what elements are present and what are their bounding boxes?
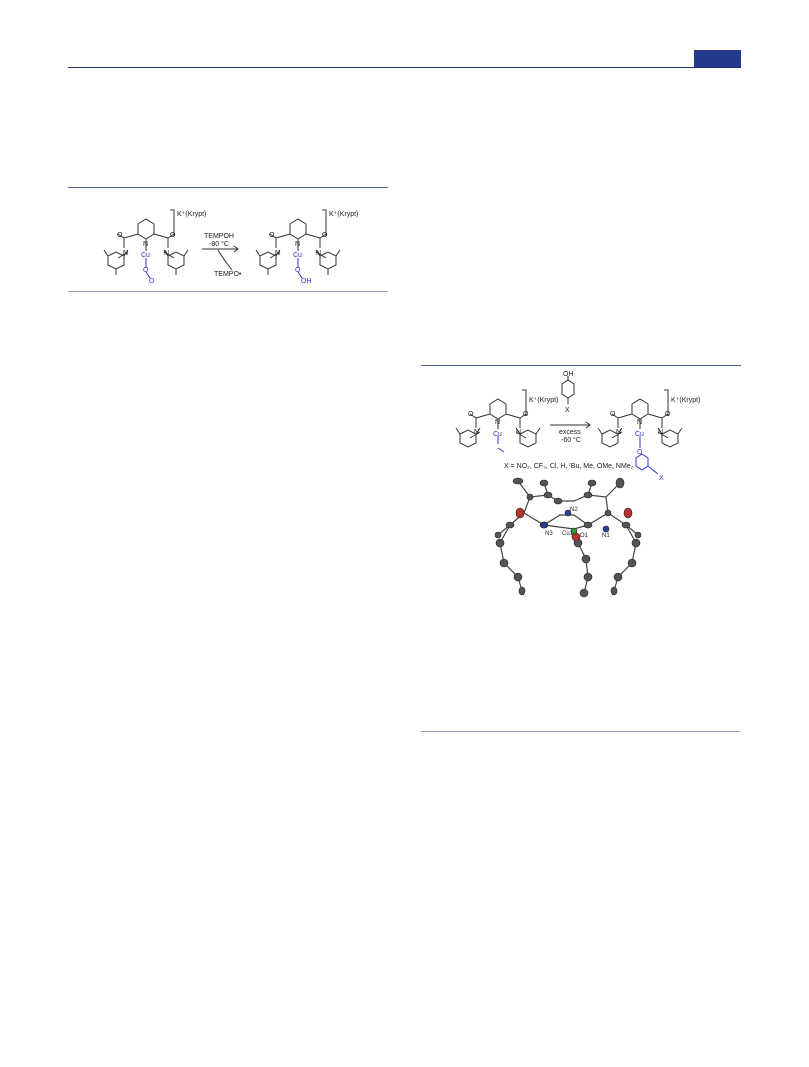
crystal-structure-figure: N2 N3 Cu1 O1 N1 <box>494 477 642 598</box>
scheme2-amide-n-left-2: N <box>516 429 521 436</box>
scheme1-cu-right: Cu <box>293 252 302 259</box>
scheme2-carbonyl-o-right: O <box>610 411 616 418</box>
scheme2-pyridine-n-left: N <box>495 419 500 426</box>
scheme2-reagent-amount: excess <box>559 429 581 436</box>
scheme2-bottom-rule <box>421 731 741 732</box>
crystal-label-o1: O1 <box>580 533 589 539</box>
scheme2-carbonyl-o-left: O <box>468 411 474 418</box>
scheme2-amide-n-right: N <box>616 429 621 436</box>
crystal-label-n1: N1 <box>602 533 610 539</box>
scheme1-reagent: TEMPOH <box>204 233 234 240</box>
scheme1-superoxo-o1: O <box>143 267 149 274</box>
scheme1-counterion-left: K⁺(Krypt) <box>177 211 206 218</box>
scheme1-hydroperoxo-o: O <box>295 267 301 274</box>
scheme1-carbonyl-o-left: O <box>117 232 123 239</box>
crystal-label-n3: N3 <box>545 531 553 537</box>
scheme2-top-rule <box>421 365 741 366</box>
crystal-label-n2: N2 <box>570 507 578 513</box>
scheme1-reaction: K⁺(Krypt) TEMPOH -80 °C TEMPO• K⁺(Krypt)… <box>103 209 358 285</box>
scheme2-counterion-left: K⁺(Krypt) <box>529 397 558 404</box>
scheme1-amide-n-right-2: N <box>316 250 321 257</box>
scheme1-amide-n-right: N <box>275 250 280 257</box>
scheme2-reaction: K⁺(Krypt) OH X excess -60 °C K⁺(Krypt) X… <box>455 371 700 482</box>
scheme1-amide-n-left: N <box>123 250 128 257</box>
header-rule <box>68 67 741 68</box>
crystal-label-cu1: Cu1 <box>562 531 574 537</box>
scheme1-hydroperoxo-oh: OH <box>301 278 312 285</box>
scheme2-temperature: -60 °C <box>561 436 581 444</box>
scheme2-counterion-right: K⁺(Krypt) <box>671 397 700 404</box>
scheme2-pyridine-n-right: N <box>637 419 642 426</box>
scheme1-carbonyl-o-right-2: O <box>322 232 328 239</box>
scheme2-carbonyl-o-right-2: O <box>665 411 671 418</box>
scheme1-bottom-rule <box>68 291 388 292</box>
scheme2-phenolate-o: O <box>637 449 643 456</box>
scheme2-substituents: X = NO₂, CF₃, Cl, H, ᵗBu, Me, OMe, NMe₂ <box>504 463 634 470</box>
scheme1-carbonyl-o-left-2: O <box>170 232 176 239</box>
scheme1-cu-left: Cu <box>141 252 150 259</box>
scheme1-top-rule <box>68 187 388 188</box>
scheme2-amide-n-left: N <box>474 429 479 436</box>
scheme2-amide-n-right-2: N <box>658 429 663 436</box>
scheme1-superoxo-o2: O <box>149 278 155 285</box>
scheme1-amide-n-left-2: N <box>164 250 169 257</box>
scheme2-phenol-oh: OH <box>563 371 574 378</box>
scheme2-carbonyl-o-left-2: O <box>523 411 529 418</box>
scheme2-phenol-x: X <box>565 407 570 414</box>
scheme1-temperature: -80 °C <box>209 240 229 248</box>
scheme2-product-x: X <box>659 475 664 482</box>
scheme2-cu-left: Cu <box>493 431 502 438</box>
scheme1-carbonyl-o-right: O <box>269 232 275 239</box>
scheme1-pyridine-n-left: N <box>143 241 148 248</box>
scheme2-cu-right: Cu <box>635 431 644 438</box>
journal-page-tab <box>694 50 741 67</box>
scheme1-counterion-right: K⁺(Krypt) <box>329 211 358 218</box>
scheme1-pyridine-n-right: N <box>295 241 300 248</box>
scheme1-byproduct: TEMPO• <box>214 271 242 278</box>
